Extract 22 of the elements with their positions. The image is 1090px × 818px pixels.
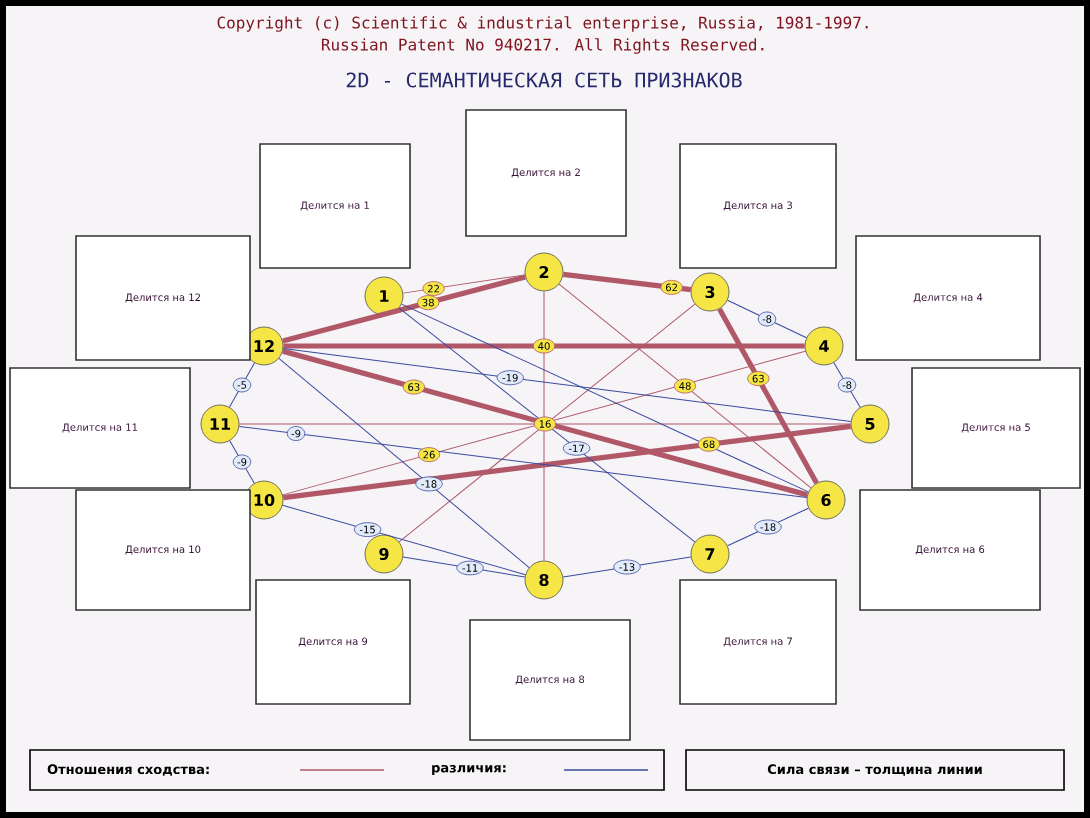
title: 2D - СЕМАНТИЧЕСКАЯ СЕТЬ ПРИЗНАКОВ xyxy=(346,72,742,88)
connector-line xyxy=(238,425,808,499)
copyright-text: Copyright (c) Scientific & industrial enterprise, Russia, 1981-1997. xyxy=(217,16,868,32)
connector-line xyxy=(727,507,809,547)
connector-line xyxy=(562,556,692,578)
connector-line xyxy=(282,504,526,576)
copyright-text: Russian Patent No 940217. All Rights Reserved. xyxy=(322,38,764,54)
connector-line xyxy=(238,423,852,425)
connector-line xyxy=(282,348,852,423)
connector-line xyxy=(278,357,530,569)
connector-line xyxy=(543,290,545,562)
connector-line xyxy=(717,307,819,485)
connector-line xyxy=(283,343,805,349)
connector-line xyxy=(833,362,861,408)
connector-line xyxy=(402,556,526,578)
connector-line xyxy=(282,423,852,501)
connector-line xyxy=(401,303,809,493)
connector-line xyxy=(282,274,526,344)
connector-line xyxy=(402,274,526,294)
connector-line xyxy=(558,283,812,489)
connector-line xyxy=(562,271,692,293)
connector-line xyxy=(727,299,807,339)
